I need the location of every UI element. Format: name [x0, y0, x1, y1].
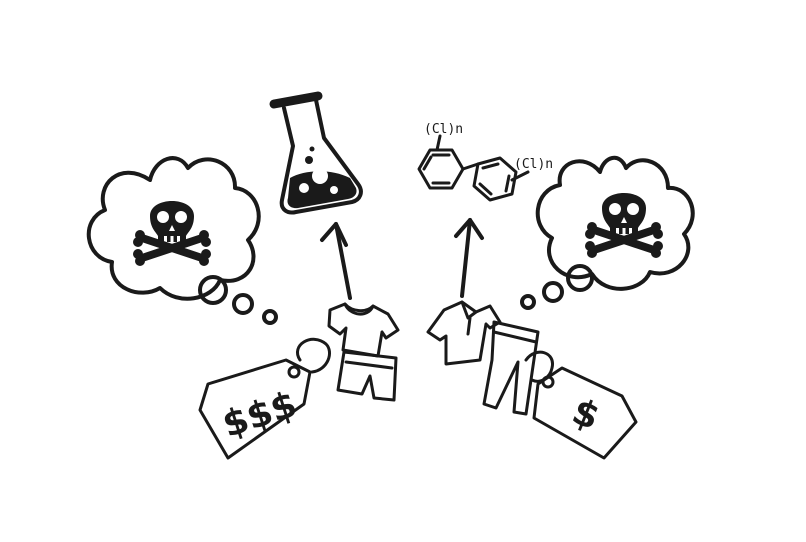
price-tag-expensive: $$$ — [198, 337, 331, 460]
price-tag-cheap-label: $ — [566, 391, 605, 438]
pcb-substituent-top: (Cl)n — [424, 122, 463, 137]
pants-icon — [482, 320, 540, 416]
pcb-substituent-right: (Cl)n — [514, 157, 553, 172]
thought-cloud-right — [520, 156, 695, 310]
thought-cloud-left — [86, 156, 278, 325]
skull-crossbones-icon-left — [133, 201, 211, 266]
shorts-icon — [336, 350, 398, 402]
arrow-left — [320, 222, 352, 300]
polo-shirt-icon — [426, 300, 502, 366]
price-tag-cheap: $ — [524, 350, 638, 460]
tshirt-icon — [327, 302, 400, 358]
flask-icon — [269, 91, 363, 215]
skull-crossbones-icon-right — [585, 193, 663, 258]
arrow-right — [454, 218, 484, 298]
pcb-molecule-icon: (Cl)n (Cl)n — [417, 122, 553, 202]
